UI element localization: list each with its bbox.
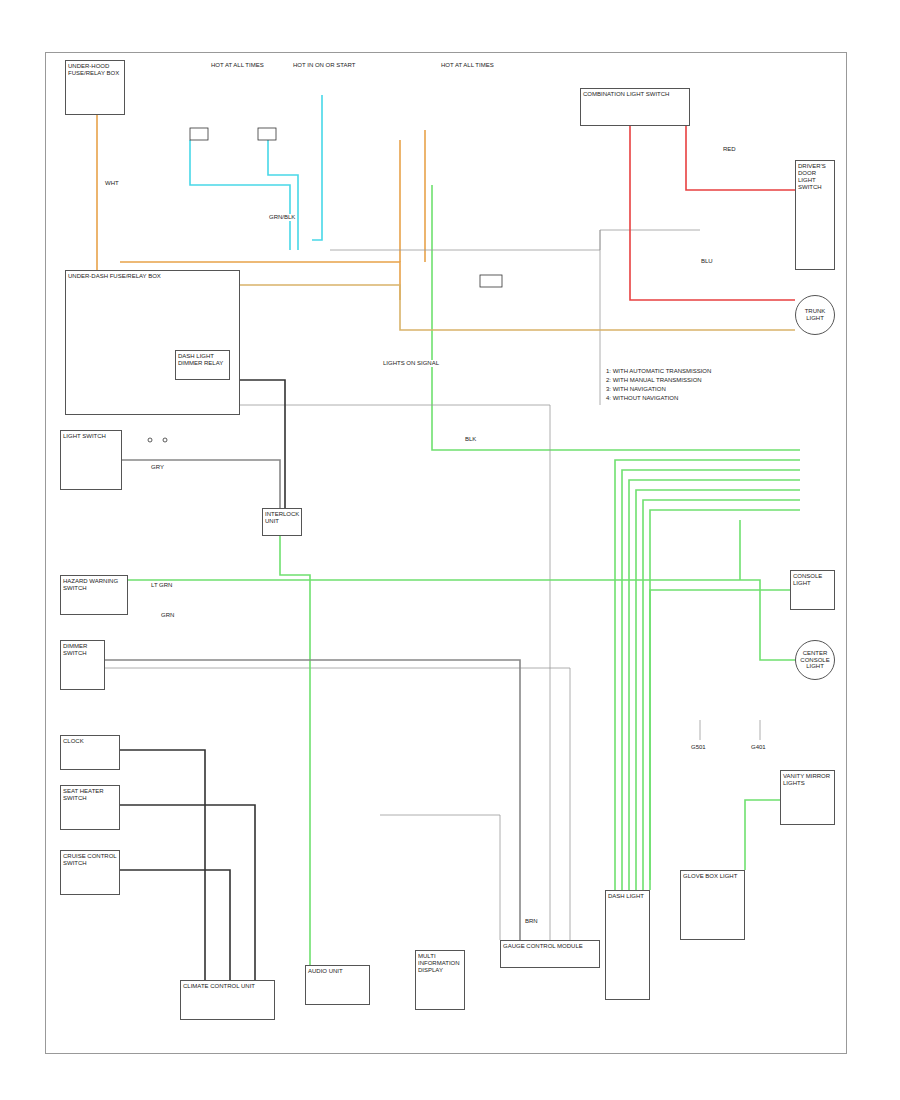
wire-label: GRN/BLK xyxy=(268,214,296,221)
wire-connector xyxy=(240,380,285,508)
wire-label: BRN xyxy=(524,918,539,925)
component-box: CONSOLE LIGHT xyxy=(790,570,835,610)
component-box: DASH LIGHT xyxy=(605,890,650,1000)
wire-connector xyxy=(120,870,230,980)
component-label: DASH LIGHT DIMMER RELAY xyxy=(178,353,227,367)
wire-label: HOT AT ALL TIMES xyxy=(210,62,265,69)
wire-label: 1: WITH AUTOMATIC TRANSMISSION xyxy=(605,368,712,375)
component-label: DIMMER SWITCH xyxy=(63,643,102,657)
component-label: GAUGE CONTROL MODULE xyxy=(503,943,597,950)
component-box: COMBINATION LIGHT SWITCH xyxy=(580,88,690,126)
lamp-circle: CENTER CONSOLE LIGHT xyxy=(795,640,835,680)
component-box: DASH LIGHT DIMMER RELAY xyxy=(175,350,230,380)
wire-label: HOT AT ALL TIMES xyxy=(440,62,495,69)
component-label: CONSOLE LIGHT xyxy=(793,573,832,587)
wire-label: BLU xyxy=(700,258,714,265)
wire-connector xyxy=(686,126,795,190)
component-box: CLOCK xyxy=(60,735,120,770)
wire-label: 2: WITH MANUAL TRANSMISSION xyxy=(605,377,703,384)
component-box: MULTI INFORMATION DISPLAY xyxy=(415,950,465,1010)
component-label: CENTER CONSOLE LIGHT xyxy=(798,650,832,671)
component-box: DIMMER SWITCH xyxy=(60,640,105,690)
component-label: UNDER-DASH FUSE/RELAY BOX xyxy=(68,273,237,280)
wire-label: BLK xyxy=(464,436,477,443)
component-box: VANITY MIRROR LIGHTS xyxy=(780,770,835,825)
wire-connector xyxy=(745,800,780,870)
component-label: CRUISE CONTROL SWITCH xyxy=(63,853,117,867)
component-box: SEAT HEATER SWITCH xyxy=(60,785,120,830)
component-label: SEAT HEATER SWITCH xyxy=(63,788,117,802)
component-label: DASH LIGHT xyxy=(608,893,647,900)
wire-label: LIGHTS ON SIGNAL xyxy=(382,360,440,367)
wire-label: GRN xyxy=(160,612,175,619)
wire-label: G501 xyxy=(690,744,707,751)
wire-label: GRY xyxy=(150,464,165,471)
wire-connector xyxy=(650,590,790,890)
component-label: LIGHT SWITCH xyxy=(63,433,119,440)
component-label: UNDER-HOOD FUSE/RELAY BOX xyxy=(68,63,122,77)
wire-label: 3: WITH NAVIGATION xyxy=(605,386,667,393)
wire-label: WHT xyxy=(104,180,120,187)
wire-connector xyxy=(120,750,205,980)
wire-connector xyxy=(120,805,255,980)
wire-connector xyxy=(105,660,520,940)
component-label: COMBINATION LIGHT SWITCH xyxy=(583,91,687,98)
wire-label: 4: WITHOUT NAVIGATION xyxy=(605,395,679,402)
component-box: DRIVER'S DOOR LIGHT SWITCH xyxy=(795,160,835,270)
component-label: VANITY MIRROR LIGHTS xyxy=(783,773,832,787)
component-box: UNDER-HOOD FUSE/RELAY BOX xyxy=(65,60,125,115)
wire-connector xyxy=(630,126,795,300)
component-label: DRIVER'S DOOR LIGHT SWITCH xyxy=(798,163,832,191)
component-box: LIGHT SWITCH xyxy=(60,430,122,490)
component-box: HAZARD WARNING SWITCH xyxy=(60,575,128,615)
component-box: GAUGE CONTROL MODULE xyxy=(500,940,600,968)
component-box: CLIMATE CONTROL UNIT xyxy=(180,980,275,1020)
wire-connector xyxy=(128,580,795,660)
component-box: CRUISE CONTROL SWITCH xyxy=(60,850,120,895)
wire-connector xyxy=(240,285,795,330)
component-box: UNDER-DASH FUSE/RELAY BOX DASH LIGHT DIMM… xyxy=(65,270,240,415)
component-label: TRUNK LIGHT xyxy=(798,308,832,322)
wire-connector xyxy=(280,536,310,965)
component-label: AUDIO UNIT xyxy=(308,968,367,975)
wire-label: G401 xyxy=(750,744,767,751)
component-label: CLOCK xyxy=(63,738,117,745)
wire-label: RED xyxy=(722,146,737,153)
component-label: INTERLOCK UNIT xyxy=(265,511,299,525)
wire-connector xyxy=(96,115,98,270)
component-label: MULTI INFORMATION DISPLAY xyxy=(418,953,462,974)
wire-label: HOT IN ON OR START xyxy=(292,62,356,69)
component-label: HAZARD WARNING SWITCH xyxy=(63,578,125,592)
lamp-circle: TRUNK LIGHT xyxy=(795,295,835,335)
component-box: INTERLOCK UNIT xyxy=(262,508,302,536)
component-box: GLOVE BOX LIGHT xyxy=(680,870,745,940)
component-label: GLOVE BOX LIGHT xyxy=(683,873,742,880)
component-box: AUDIO UNIT xyxy=(305,965,370,1005)
wire-label: LT GRN xyxy=(150,582,173,589)
wire-connector xyxy=(122,460,280,508)
component-label: CLIMATE CONTROL UNIT xyxy=(183,983,272,990)
